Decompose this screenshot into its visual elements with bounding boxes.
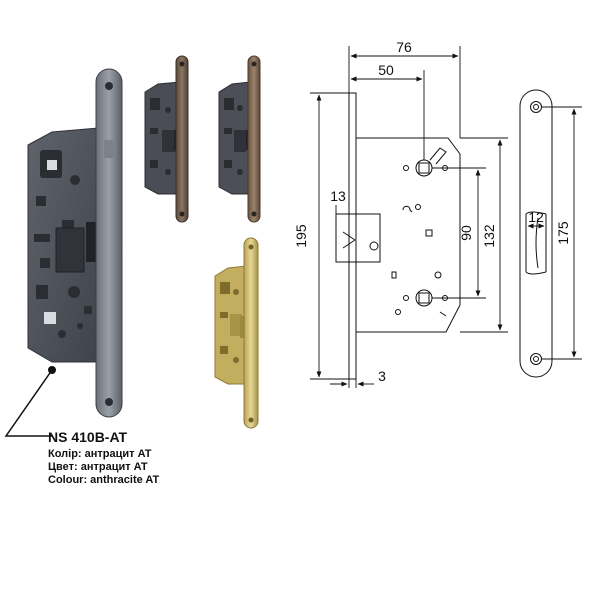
- color-label-en: Colour: anthracite AT: [48, 474, 160, 486]
- dim-12: 12: [528, 209, 544, 225]
- model-label: NS 410B-AT: [48, 429, 128, 445]
- technical-drawing-strike-plate: [519, 89, 582, 378]
- lock-small-brown-bronze: [218, 55, 261, 223]
- dim-195: 195: [293, 224, 309, 248]
- lock-large-anthracite: [27, 68, 123, 418]
- callout-leader: [4, 369, 53, 437]
- color-label-ru: Цвет: антрацит AT: [48, 461, 148, 473]
- dim-132: 132: [481, 224, 497, 248]
- drawing-faceplate: [348, 92, 357, 380]
- drawing-body: [355, 137, 461, 333]
- dim-13: 13: [330, 188, 346, 204]
- dim-175: 175: [555, 221, 571, 245]
- technical-drawing-lock: [335, 92, 461, 380]
- dim-3: 3: [378, 368, 386, 384]
- dim-90: 90: [458, 225, 474, 241]
- lock-small-gold: [214, 237, 259, 429]
- dim-50: 50: [378, 62, 394, 78]
- lock-small-dark-bronze: [144, 55, 189, 223]
- model-callout: NS 410B-AT Колір: антрацит AT Цвет: антр…: [4, 366, 160, 486]
- dim-76: 76: [396, 39, 412, 55]
- color-label-ua: Колір: антрацит AT: [48, 448, 152, 460]
- drawing-latch: [335, 213, 381, 263]
- dimension-lines: [310, 46, 508, 388]
